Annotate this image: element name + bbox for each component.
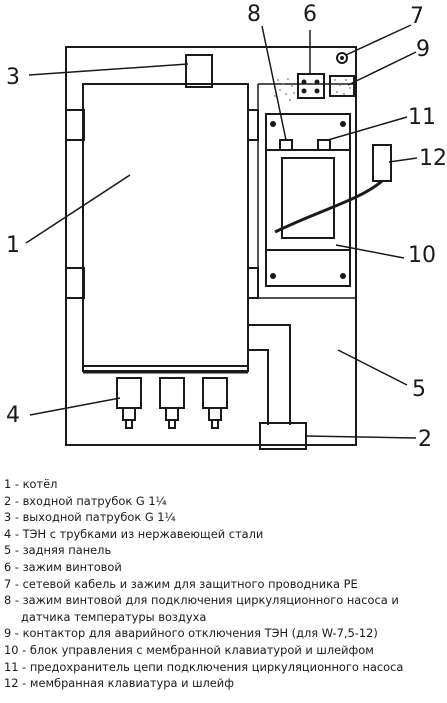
heating-element-1	[116, 377, 142, 429]
control-unit	[265, 113, 351, 287]
callout-5: 5	[412, 377, 426, 402]
legend-item-7: 7 - сетевой кабель и зажим для защитного…	[4, 576, 358, 591]
bracket-left-bottom	[65, 267, 85, 299]
boiler-body	[82, 83, 249, 372]
legend-item-5: 5 - задняя панель	[4, 543, 112, 558]
callout-6: 6	[303, 2, 317, 27]
legend-item-2: 2 - входной патрубок G 1¼	[4, 493, 167, 508]
callout-9: 9	[416, 37, 430, 62]
legend-item-4: 4 - ТЭН с трубками из нержавеющей стали	[4, 526, 264, 541]
heater-diagram: 1 2 3 4 5 6 7 8 9 10 11 12	[6, 2, 447, 452]
callout-1: 1	[6, 233, 20, 258]
cable-entry	[336, 52, 348, 64]
callout-12: 12	[419, 146, 447, 171]
legend-item-6: 6 - зажим винтовой	[4, 559, 122, 574]
legend-item-8: 8 - зажим винтовой для подключения цирку…	[4, 593, 399, 608]
inlet-pipe	[248, 324, 291, 425]
outlet-pipe	[185, 54, 213, 88]
bracket-right-top	[247, 109, 259, 141]
heating-element-2	[159, 377, 185, 429]
pump-terminal	[279, 139, 293, 151]
callout-8: 8	[247, 2, 261, 27]
bracket-right-bottom	[247, 267, 259, 299]
contactor	[329, 75, 355, 97]
bracket-left-top	[65, 109, 85, 141]
callout-11: 11	[408, 105, 436, 130]
legend-item-11: 11 - предохранитель цепи подключения цир…	[4, 659, 404, 674]
callout-10: 10	[408, 243, 436, 268]
heating-element-3	[202, 377, 228, 429]
legend: 1 - котёл 2 - входной патрубок G 1¼ 3 - …	[4, 476, 445, 692]
legend-item-1: 1 - котёл	[4, 477, 58, 491]
callout-2: 2	[418, 427, 432, 452]
legend-item-9: 9 - контактор для аварийного отключения …	[4, 626, 378, 641]
legend-item-12: 12 - мембранная клавиатура и шлейф	[4, 676, 234, 691]
screw-terminal	[297, 73, 325, 99]
membrane-keypad	[372, 144, 392, 182]
fuse	[317, 139, 331, 151]
callout-4: 4	[6, 403, 20, 428]
callout-7: 7	[410, 4, 424, 29]
legend-item-10: 10 - блок управления с мембранной клавиа…	[4, 642, 374, 657]
rear-panel	[65, 46, 357, 446]
legend-item-8-continued: датчика температуры воздуха	[21, 609, 207, 624]
legend-item-3: 3 - выходной патрубок G 1¼	[4, 510, 176, 525]
keypad-ribbon	[274, 179, 383, 234]
callout-3: 3	[6, 65, 20, 90]
keypad-window	[281, 157, 335, 239]
